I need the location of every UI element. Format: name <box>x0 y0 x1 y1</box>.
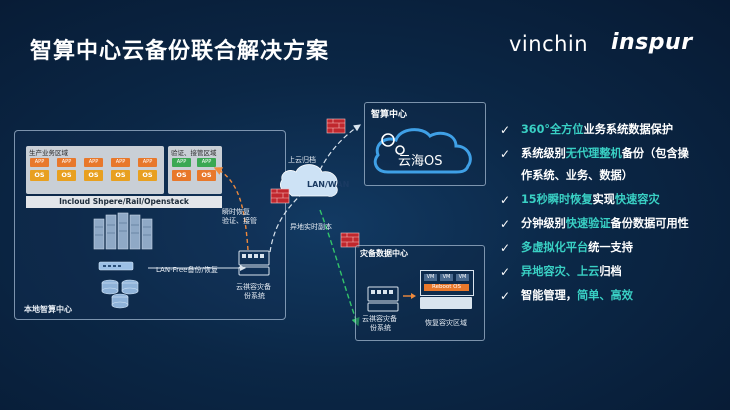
recover-label-2: 验证、接管 <box>222 217 257 225</box>
dr-flow-arrow <box>403 293 416 299</box>
app-block: APP <box>138 158 157 167</box>
vm-stack: APP OS <box>30 158 49 181</box>
recover-arrow <box>213 167 249 251</box>
check-icon: ✓ <box>500 289 511 303</box>
local-backup-label-1: 云祺容灾备 <box>236 283 271 291</box>
vm-stack: APP OS <box>84 158 103 181</box>
app-block: APP <box>84 158 103 167</box>
dr-recovery-area: VM VM VM Reboot OS <box>420 270 474 296</box>
vm-stack: APP OS <box>138 158 157 181</box>
backup-server-icon <box>238 250 270 276</box>
upload-line <box>269 187 309 253</box>
vm-stack: APP OS <box>57 158 76 181</box>
dr-backup-label-1: 云祺容灾备 <box>362 315 397 323</box>
os-block: OS <box>138 170 157 181</box>
production-area-label: 生产业务区域 <box>29 149 68 157</box>
archive-line <box>319 124 361 171</box>
network-cloud-label: LAN/WAN <box>307 180 350 189</box>
check-icon: ✓ <box>500 241 511 255</box>
dr-storage-device <box>420 297 472 309</box>
dr-center-title: 灾备数据中心 <box>360 249 408 258</box>
os-block: OS <box>57 170 76 181</box>
app-block: APP <box>30 158 49 167</box>
network-switch-icon <box>98 261 134 271</box>
app-block: APP <box>172 158 191 167</box>
app-block: APP <box>111 158 130 167</box>
local-backup-label-2: 份系统 <box>244 292 265 300</box>
verify-area-label: 验证、接管区域 <box>171 149 217 157</box>
page-title: 智算中心云备份联合解决方案 <box>30 39 330 64</box>
cloud-os-label: 云海OS <box>398 154 443 169</box>
vm-stack: APP OS <box>197 158 216 181</box>
os-block: OS <box>111 170 130 181</box>
vm-stack: APP OS <box>111 158 130 181</box>
check-icon: ✓ <box>500 193 511 207</box>
cloud-os-icon <box>373 128 472 174</box>
app-block: APP <box>197 158 216 167</box>
platform-bar: Incloud Shpere/Rail/Openstack <box>26 196 222 208</box>
dr-area-label: 恢复容灾区域 <box>425 319 467 327</box>
network-diagram <box>269 124 361 327</box>
local-panel-label: 本地智算中心 <box>24 305 72 314</box>
replica-line <box>319 209 360 327</box>
check-icon: ✓ <box>500 147 511 161</box>
server-rack-icon <box>93 212 153 250</box>
os-block: OS <box>84 170 103 181</box>
vinchin-logo: vinchin <box>509 32 589 56</box>
firewall-icon <box>326 118 346 134</box>
network-cloud-icon <box>280 164 338 197</box>
dr-backup-server-icon <box>367 286 399 312</box>
reboot-os-block: Reboot OS <box>424 284 469 291</box>
vm-block: VM <box>424 274 437 281</box>
os-block: OS <box>30 170 49 181</box>
os-block: OS <box>172 170 191 181</box>
storage-icon <box>101 279 139 309</box>
lan-free-label: LAN-Free备份/恢复 <box>156 266 218 274</box>
archive-label: 上云归档 <box>288 156 316 164</box>
local-flow-arrows <box>148 167 249 271</box>
app-block: APP <box>57 158 76 167</box>
inspur-logo: inspur <box>611 30 693 55</box>
dr-backup-label-2: 份系统 <box>370 324 391 332</box>
vm-stack: APP OS <box>172 158 191 181</box>
vm-block: VM <box>456 274 469 281</box>
recover-label-1: 瞬时恢复 <box>222 208 250 216</box>
replica-label: 异地实时副本 <box>290 223 332 231</box>
firewall-icon <box>340 232 360 248</box>
vm-block: VM <box>440 274 453 281</box>
check-icon: ✓ <box>500 123 511 137</box>
firewall-icon <box>270 188 290 204</box>
os-block: OS <box>197 170 216 181</box>
check-icon: ✓ <box>500 217 511 231</box>
smart-center-title: 智算中心 <box>371 110 408 120</box>
check-icon: ✓ <box>500 265 511 279</box>
